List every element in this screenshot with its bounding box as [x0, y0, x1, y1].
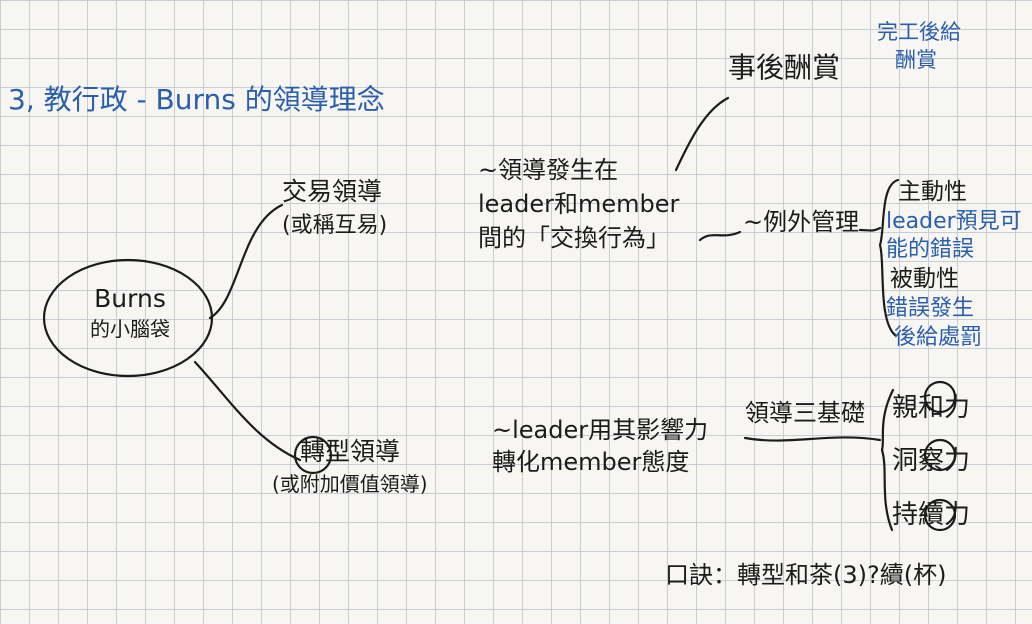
- trait-item: 親和力: [892, 393, 971, 423]
- link-to-reward: [674, 96, 730, 172]
- circle-cha: [923, 438, 957, 472]
- brace-traits: [880, 388, 895, 532]
- transactional-description: ~領導發生在 leader和member 間的「交換行為」: [478, 153, 679, 255]
- exception-node: ~例外管理: [743, 208, 860, 236]
- center-line1: Burns: [94, 284, 166, 313]
- circle-he: [923, 380, 957, 414]
- transactional-desc-line: leader和member: [478, 190, 680, 219]
- reward-note: 完工後給 酬賞: [877, 18, 961, 75]
- transformational-desc-line: 轉化member態度: [492, 448, 690, 477]
- trait-item: 洞察力: [892, 446, 971, 477]
- mnemonic-note: 口訣：轉型和茶(3)?續(杯): [665, 561, 947, 589]
- transformational-desc-line: ~leader用其影響力: [492, 416, 709, 444]
- trait-item: 持續力: [892, 499, 971, 530]
- active-note-line: 能的錯誤: [886, 237, 975, 263]
- basis-node: 領導三基礎: [745, 399, 865, 427]
- circle-xu: [923, 498, 957, 532]
- transformational-label: 轉型領導: [300, 437, 401, 466]
- transactional-label: 交易領導: [282, 177, 383, 206]
- center-line2: 的小腦袋: [90, 316, 170, 341]
- brace-active-passive: [878, 178, 900, 337]
- link-to-brace: [858, 226, 882, 232]
- transformational-description: ~leader用其影響力 轉化member態度: [492, 414, 708, 479]
- link-center-transformational: [193, 360, 302, 462]
- reward-note-line: 完工後給: [877, 20, 961, 44]
- transactional-node: 交易領導 (或稱互易): [282, 177, 388, 238]
- basis-underline: [743, 436, 882, 442]
- active-label: 主動性: [898, 179, 967, 205]
- link-to-exception: [698, 230, 742, 242]
- passive-note-line: 錯誤發生: [886, 295, 975, 321]
- transactional-alias: (或稱互易): [282, 212, 388, 238]
- transformational-alias: (或附加價值領導): [272, 471, 428, 496]
- traits-list: 親和力 洞察力 持續力: [892, 382, 970, 542]
- transformational-node: 轉型領導 (或附加價值領導): [272, 437, 428, 496]
- reward-node: 事後酬賞: [728, 51, 841, 84]
- active-note-line: leader預見可: [886, 208, 1022, 234]
- passive-label: 被動性: [890, 266, 959, 293]
- transactional-desc-line: ~領導發生在: [478, 156, 619, 184]
- page-title: 3, 教行政 - Burns 的領導理念: [8, 83, 385, 116]
- passive-note-line: 後給處罰: [894, 324, 983, 350]
- center-node: Burns 的小腦袋: [70, 284, 190, 341]
- link-center-transactional: [208, 203, 284, 320]
- reward-note-line: 酬賞: [895, 48, 937, 73]
- exception-branches: 主動性 leader預見可 能的錯誤 被動性 錯誤發生 後給處罰: [880, 178, 1022, 352]
- transactional-desc-line: 間的「交換行為」: [478, 224, 670, 253]
- circle-zhuan: [293, 435, 333, 475]
